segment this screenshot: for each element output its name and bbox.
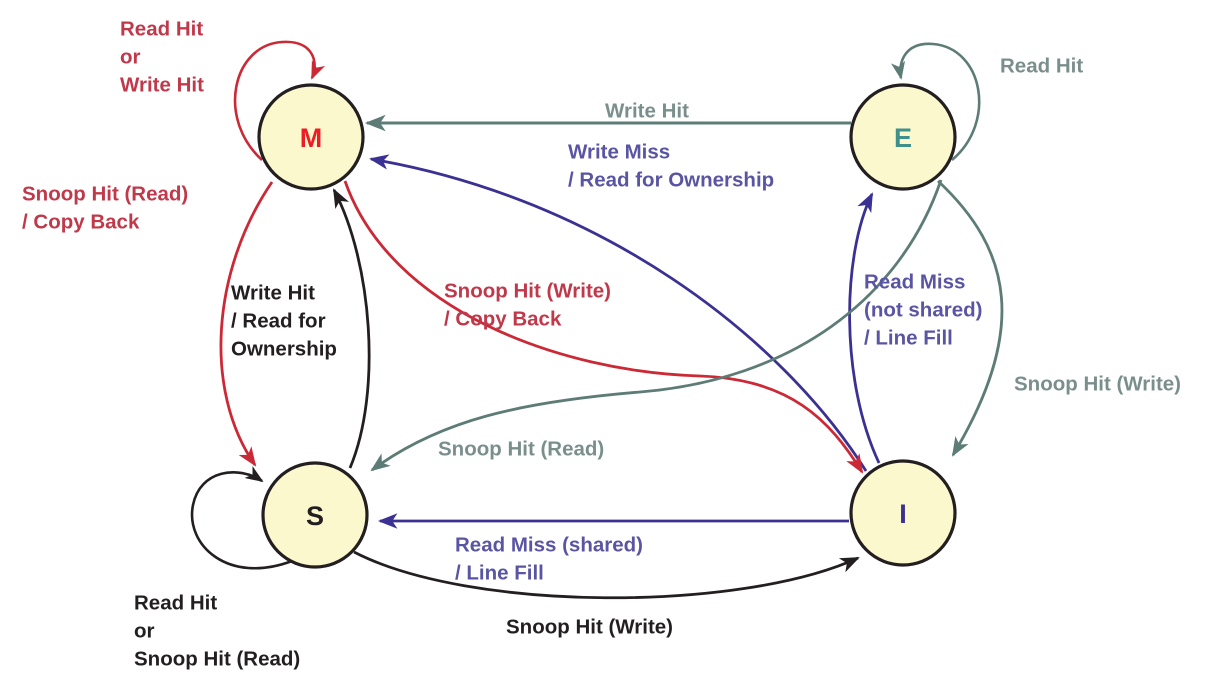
edge-e-self-loop [890,42,981,161]
label-i-to-m-line-1: Write Miss [568,140,670,163]
label-i-to-s: Read Miss (shared) / Line Fill [455,533,643,584]
node-s-circle[interactable] [261,461,369,569]
edge-m-to-s [219,181,274,467]
label-i-to-m-line-2: / Read for Ownership [568,168,774,191]
label-m-self-line-3: Write Hit [120,73,204,96]
label-i-to-e-line-2: (not shared) [864,298,982,321]
label-e-to-m: Write Hit [605,99,689,122]
edge-labels-layer: Read Hit or Write Hit Read Hit Read Hit … [22,17,1181,670]
label-s-self-line-2: or [134,619,155,642]
edge-e-to-s [370,179,943,472]
label-m-self-loop: Read Hit or Write Hit [120,17,204,96]
label-i-to-m: Write Miss / Read for Ownership [568,140,774,191]
label-e-to-s: Snoop Hit (Read) [438,437,604,460]
node-s-label: S [306,501,324,531]
node-i-label: I [899,499,907,529]
label-m-to-i-line-2: / Copy Back [444,307,562,330]
edge-i-to-m [369,154,868,472]
node-i-circle[interactable] [849,459,957,567]
node-e[interactable]: E [849,83,957,191]
label-s-to-i-line-1: Snoop Hit (Write) [506,615,673,638]
edge-s-to-m [332,188,371,469]
label-s-to-m-line-1: Write Hit [231,281,315,304]
label-m-self-line-1: Read Hit [120,17,203,40]
node-m-circle[interactable] [257,83,365,191]
label-e-to-m-line-1: Write Hit [605,99,689,122]
edge-m-self-loop [233,40,326,161]
edge-s-to-i [353,550,860,600]
edges-layer [190,40,1004,600]
label-m-to-s-line-2: / Copy Back [22,210,140,233]
label-s-self-loop: Read Hit or Snoop Hit (Read) [134,591,300,670]
label-s-to-m-line-3: Ownership [231,337,337,360]
label-m-to-s-line-1: Snoop Hit (Read) [22,182,188,205]
label-s-to-m: Write Hit / Read for Ownership [231,281,337,360]
node-e-circle[interactable] [849,83,957,191]
edge-e-to-i [937,179,1004,457]
edge-s-self-loop [190,466,293,570]
label-m-to-i-line-1: Snoop Hit (Write) [444,279,611,302]
label-m-to-s: Snoop Hit (Read) / Copy Back [22,182,188,233]
label-s-self-line-1: Read Hit [134,591,217,614]
label-i-to-e: Read Miss (not shared) / Line Fill [864,270,982,349]
node-m-label: M [300,123,323,153]
label-m-self-line-2: or [120,45,141,68]
label-i-to-s-line-2: / Line Fill [455,561,544,584]
label-e-to-i-line-1: Snoop Hit (Write) [1014,372,1181,395]
edge-i-to-e [848,192,881,464]
node-s[interactable]: S [261,461,369,569]
label-e-to-i: Snoop Hit (Write) [1014,372,1181,395]
nodes-layer: M E S I [257,83,957,569]
edge-m-to-i [343,180,864,474]
label-e-self-line-1: Read Hit [1000,54,1083,77]
label-e-to-s-line-1: Snoop Hit (Read) [438,437,604,460]
label-s-to-m-line-2: / Read for [231,309,326,332]
label-e-self-loop: Read Hit [1000,54,1083,77]
label-s-self-line-3: Snoop Hit (Read) [134,647,300,670]
label-i-to-e-line-1: Read Miss [864,270,965,293]
node-i[interactable]: I [849,459,957,567]
label-s-to-i: Snoop Hit (Write) [506,615,673,638]
node-e-label: E [894,123,912,153]
label-m-to-i: Snoop Hit (Write) / Copy Back [444,279,611,330]
label-i-to-e-line-3: / Line Fill [864,326,953,349]
node-m[interactable]: M [257,83,365,191]
label-i-to-s-line-1: Read Miss (shared) [455,533,643,556]
